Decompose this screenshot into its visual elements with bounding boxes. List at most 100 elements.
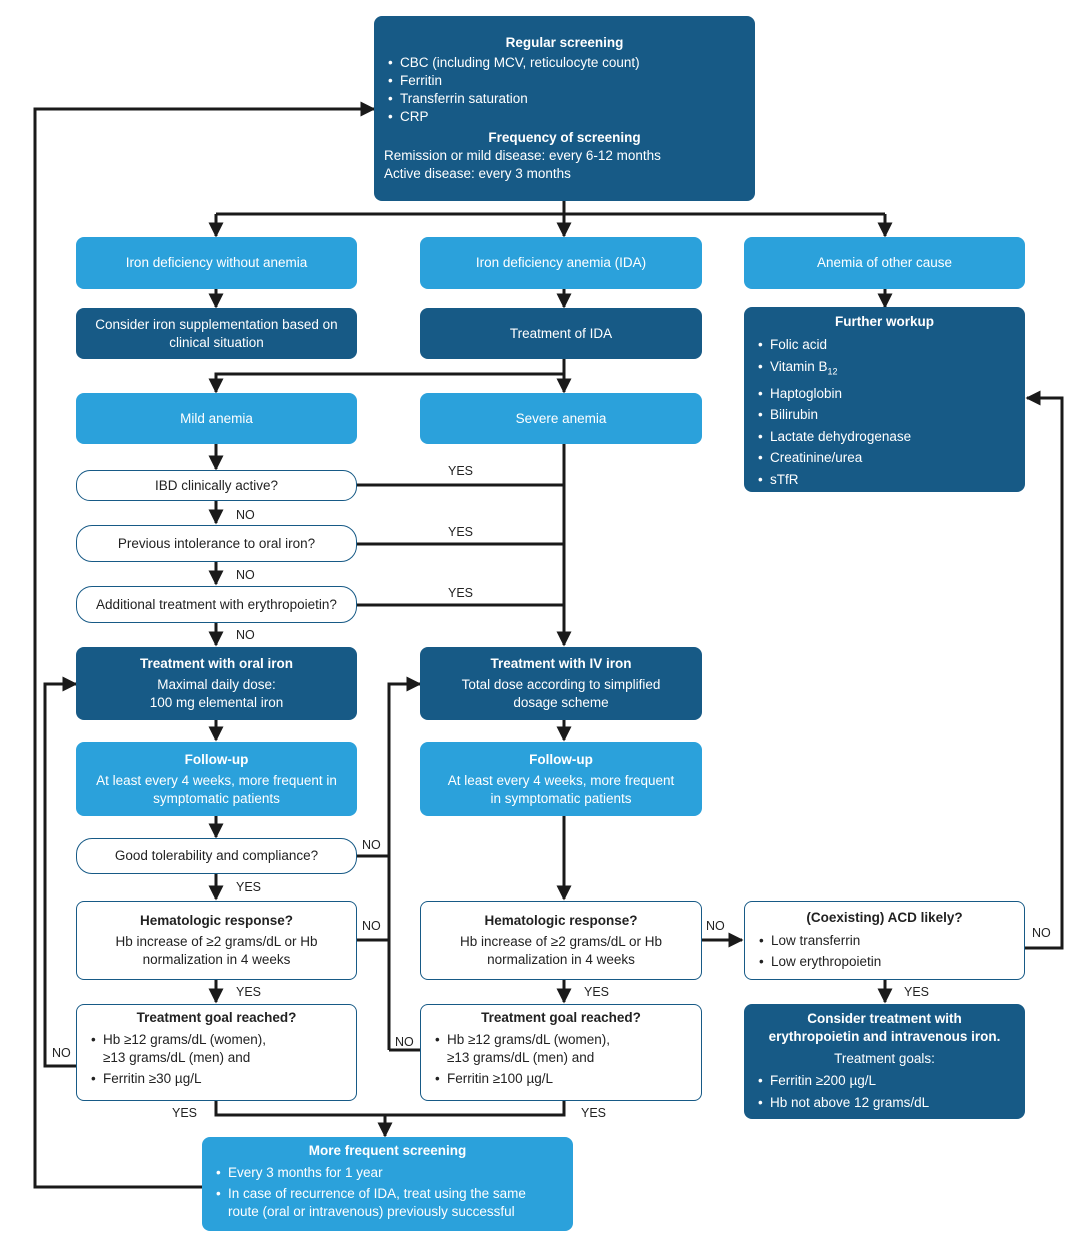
epo-label: Additional treatment with erythropoietin… [96, 596, 337, 612]
followup-right-title: Follow-up [529, 751, 593, 767]
followup-right-box: Follow-up At least every 4 weeks, more f… [420, 742, 702, 816]
epo-goal-item: Hb not above 12 grams/dL [758, 1092, 1011, 1114]
yes-label: YES [448, 586, 474, 600]
consider-supplementation-box: Consider iron supplementation based on c… [76, 308, 357, 359]
workup-item: Creatinine/urea [758, 447, 1011, 469]
hematologic-right-title: Hematologic response? [484, 913, 638, 928]
frequency-line: Remission or mild disease: every 6-12 mo… [384, 148, 661, 163]
hematologic-left-title: Hematologic response? [139, 913, 294, 928]
other-anemia-label: Anemia of other cause [816, 255, 953, 270]
iv-iron-box: Treatment with IV iron Total dose accord… [420, 647, 702, 720]
workup-item: Lactate dehydrogenase [758, 426, 1011, 448]
further-workup-box: Further workup Folic acid Vitamin B12 Ha… [744, 307, 1025, 492]
no-label: NO [236, 568, 255, 582]
yes-label: YES [581, 1106, 607, 1120]
workup-item: Haptoglobin [758, 383, 1011, 405]
further-workup-title: Further workup [834, 314, 934, 329]
hematologic-left-box: Hematologic response? Hb increase of ≥2 … [76, 901, 357, 980]
hematologic-right-line: normalization in 4 weeks [487, 952, 635, 967]
hematologic-right-line: Hb increase of ≥2 grams/dL or Hb [460, 934, 662, 949]
other-anemia-box: Anemia of other cause [744, 237, 1025, 289]
acd-likely-box: (Coexisting) ACD likely? Low transferrin… [744, 901, 1025, 980]
severe-anemia-label: Severe anemia [515, 410, 607, 426]
acd-title: (Coexisting) ACD likely? [806, 910, 963, 925]
epo-goals-title: Treatment goals: [834, 1051, 935, 1066]
regular-screening-title: Regular screening [505, 35, 624, 50]
acd-item: Low erythropoietin [759, 951, 1010, 972]
no-label: NO [395, 1035, 414, 1049]
no-label: NO [1032, 926, 1051, 940]
epo-treatment-title: erythropoietin and intravenous iron. [768, 1029, 1001, 1044]
followup-left-box: Follow-up At least every 4 weeks, more f… [76, 742, 357, 816]
goal-left-title: Treatment goal reached? [136, 1010, 297, 1025]
b12-subscript: 12 [827, 366, 838, 377]
yes-label: YES [448, 464, 474, 478]
iv-iron-title: Treatment with IV iron [490, 656, 632, 671]
yes-label: YES [172, 1106, 198, 1120]
goal-left-item: Hb ≥12 grams/dL (women), ≥13 grams/dL (m… [91, 1031, 342, 1067]
oral-iron-title: Treatment with oral iron [139, 656, 294, 671]
regular-screening-box: Regular screening CBC (including MCV, re… [374, 16, 755, 201]
no-label: NO [362, 838, 381, 852]
yes-label: YES [236, 985, 262, 999]
frequency-title: Frequency of screening [488, 130, 641, 145]
screening-item: CBC (including MCV, reticulocyte count) [388, 54, 745, 72]
epo-goal-item: Ferritin ≥200 µg/L [758, 1070, 1011, 1092]
followup-left-line: At least every 4 weeks, more frequent in [96, 772, 337, 788]
iv-iron-line: Total dose according to simplified [461, 677, 661, 692]
frequency-line: Active disease: every 3 months [384, 166, 571, 181]
no-label: NO [52, 1046, 71, 1060]
intolerance-label: Previous intolerance to oral iron? [117, 535, 316, 551]
mild-anemia-box: Mild anemia [76, 393, 357, 444]
workup-item: Bilirubin [758, 404, 1011, 426]
oral-iron-box: Treatment with oral iron Maximal daily d… [76, 647, 357, 720]
ibd-active-label: IBD clinically active? [154, 477, 279, 493]
ibd-active-question: IBD clinically active? [76, 470, 357, 501]
goal-right-item: Ferritin ≥100 µg/L [435, 1070, 687, 1088]
intolerance-question: Previous intolerance to oral iron? [76, 525, 357, 562]
goal-right-box: Treatment goal reached? Hb ≥12 grams/dL … [420, 1004, 702, 1101]
epo-question: Additional treatment with erythropoietin… [76, 586, 357, 623]
no-label: NO [362, 919, 381, 933]
tolerability-question: Good tolerability and compliance? [76, 838, 357, 874]
ida-label: Iron deficiency anemia (IDA) [475, 255, 647, 270]
yes-label: YES [448, 525, 474, 539]
goal-left-item: Ferritin ≥30 µg/L [91, 1070, 342, 1088]
followup-left-line: symptomatic patients [153, 790, 280, 806]
followup-right-line: At least every 4 weeks, more frequent [447, 772, 675, 788]
iv-iron-line: dosage scheme [513, 695, 609, 710]
no-label: NO [236, 508, 255, 522]
goal-left-box: Treatment goal reached? Hb ≥12 grams/dL … [76, 1004, 357, 1101]
screening-item: CRP [388, 108, 745, 126]
hematologic-right-box: Hematologic response? Hb increase of ≥2 … [420, 901, 702, 980]
screening-item: Ferritin [388, 72, 745, 90]
treatment-of-ida-box: Treatment of IDA [420, 308, 702, 359]
followup-right-line: in symptomatic patients [490, 790, 632, 806]
ida-box: Iron deficiency anemia (IDA) [420, 237, 702, 289]
oral-iron-line: 100 mg elemental iron [149, 695, 284, 710]
screening-item: Transferrin saturation [388, 90, 745, 108]
yes-label: YES [236, 880, 262, 894]
yes-label: YES [584, 985, 610, 999]
epo-treatment-title: Consider treatment with [807, 1011, 962, 1026]
iron-deficiency-without-anemia-box: Iron deficiency without anemia [76, 237, 357, 289]
epo-treatment-box: Consider treatment with erythropoietin a… [744, 1004, 1025, 1119]
workup-item: Folic acid [758, 334, 1011, 356]
goal-right-item: Hb ≥12 grams/dL (women), ≥13 grams/dL (m… [435, 1031, 687, 1067]
yes-label: YES [904, 985, 930, 999]
more-frequent-item: Every 3 months for 1 year [216, 1164, 559, 1182]
workup-item-text: Vitamin B [770, 358, 828, 374]
followup-left-title: Follow-up [184, 751, 249, 767]
acd-item: Low transferrin [759, 930, 1010, 951]
no-label: NO [236, 628, 255, 642]
workup-item: Vitamin B12 [758, 356, 1011, 383]
more-frequent-screening-box: More frequent screening Every 3 months f… [202, 1137, 573, 1231]
workup-item: sTfR [758, 469, 1011, 491]
treatment-of-ida-label: Treatment of IDA [509, 325, 613, 341]
more-frequent-item: In case of recurrence of IDA, treat usin… [216, 1185, 559, 1221]
mild-anemia-label: Mild anemia [180, 410, 253, 426]
severe-anemia-box: Severe anemia [420, 393, 702, 444]
iron-deficiency-without-anemia-label: Iron deficiency without anemia [125, 255, 308, 270]
hematologic-left-line: Hb increase of ≥2 grams/dL or Hb [115, 934, 318, 949]
